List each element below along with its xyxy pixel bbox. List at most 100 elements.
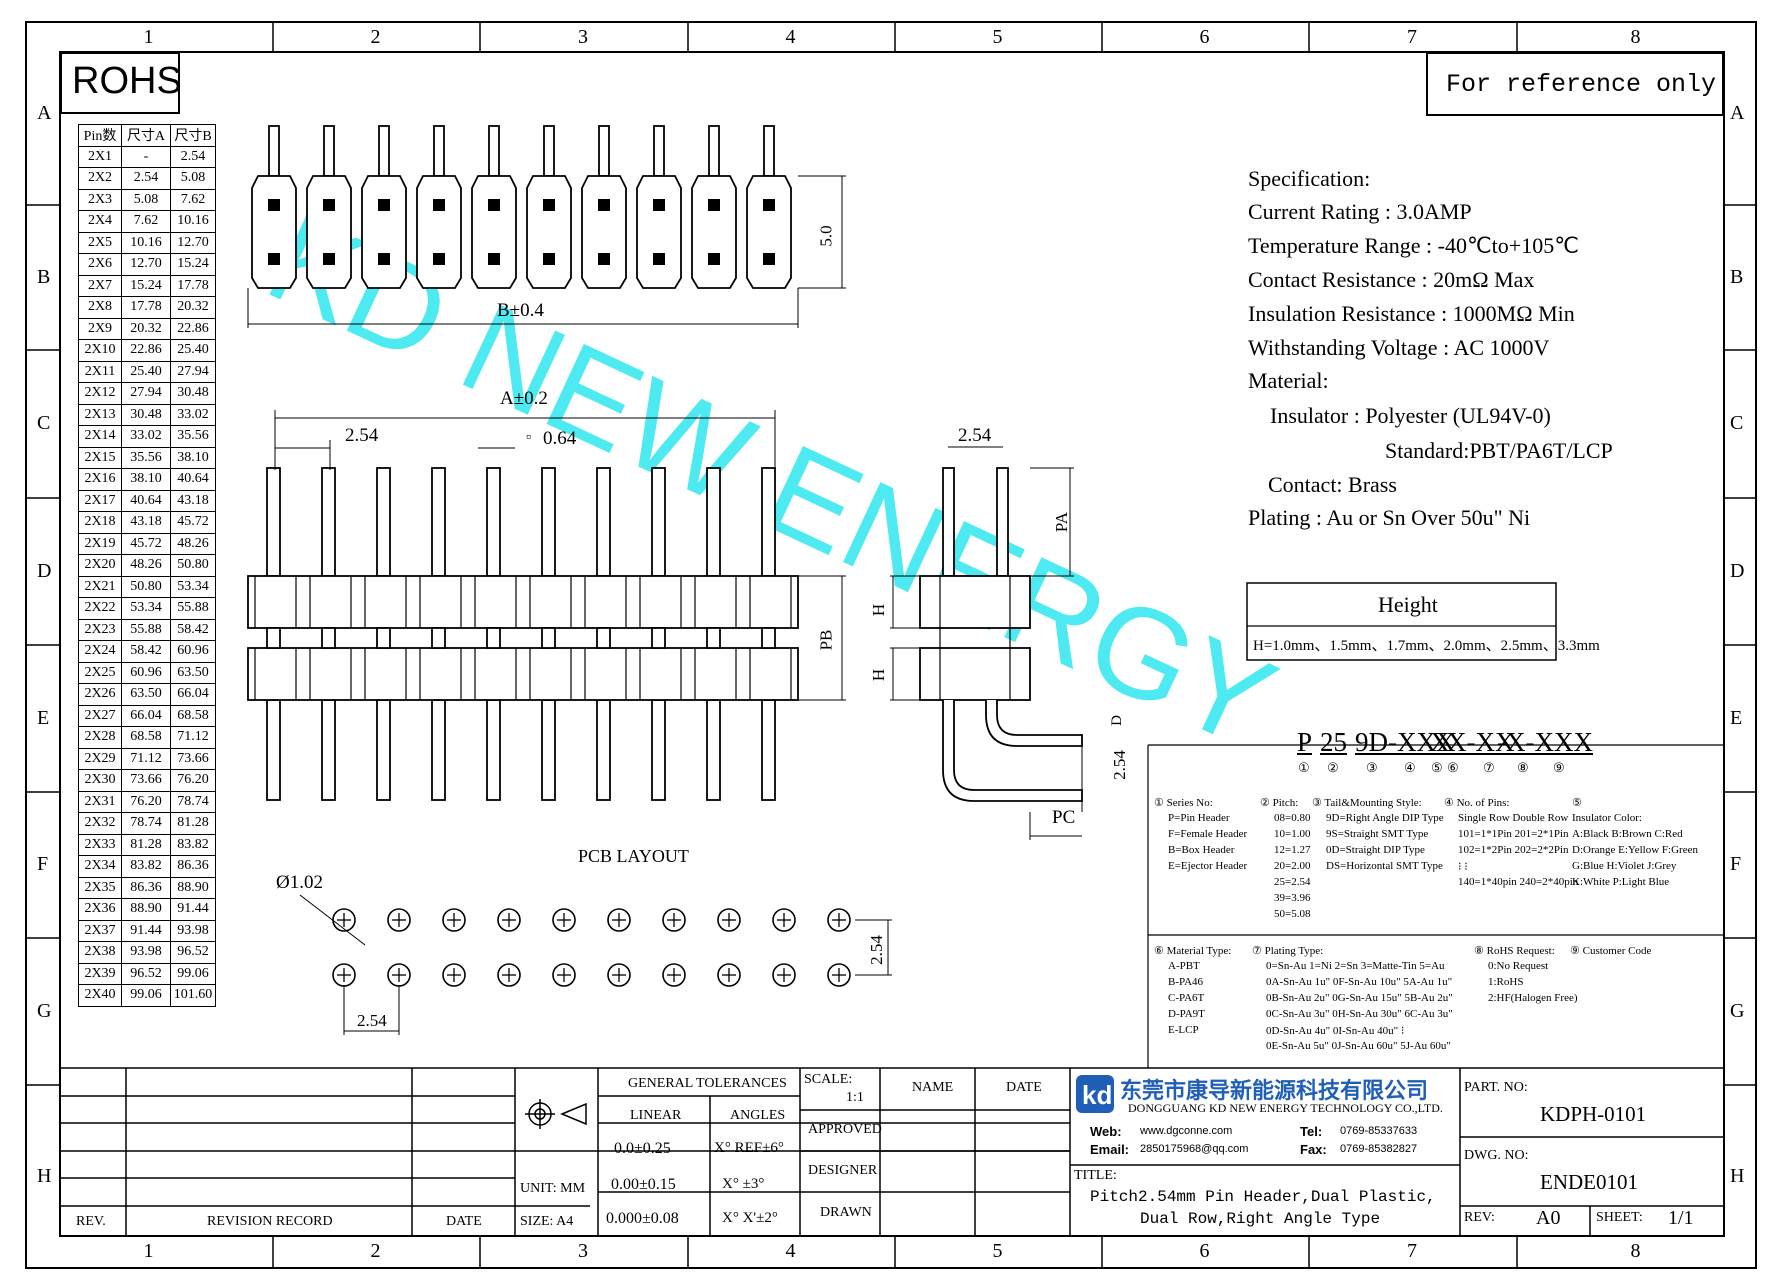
spec-line: Current Rating : 3.0AMP <box>1248 199 1472 224</box>
pin-square <box>433 253 445 265</box>
dim-pb: PB <box>816 629 836 651</box>
part-code-char: -X-XXX <box>1497 727 1593 757</box>
table-cell: 2X26 <box>78 683 122 706</box>
table-cell: 2X11 <box>78 360 122 383</box>
grid-row-label: E <box>37 706 50 729</box>
date2-header: DATE <box>1006 1080 1042 1095</box>
table-cell: 88.90 <box>170 876 216 899</box>
height-title: Height <box>1378 592 1438 617</box>
table-cell: 2X31 <box>78 790 122 813</box>
fax-value: 0769-85382827 <box>1340 1143 1418 1155</box>
table-cell: 38.10 <box>170 446 216 469</box>
legend-line: A:Black B:Brown C:Red <box>1572 828 1683 840</box>
email-label: Email: <box>1090 1142 1130 1157</box>
table-cell: 43.18 <box>170 489 216 512</box>
dim-side-254: 2.54 <box>1109 750 1129 780</box>
part-code-num: ⑧ <box>1517 760 1529 775</box>
fax-label: Fax: <box>1300 1142 1327 1157</box>
legend-line: Single Row Double Row <box>1458 812 1569 824</box>
grid-col-label: 2 <box>370 1240 381 1262</box>
pin-square <box>598 199 610 211</box>
grid-row-label: C <box>37 412 51 434</box>
tol-angle-2: X° ±3° <box>722 1176 765 1192</box>
grid-row-label: G <box>37 999 52 1022</box>
grid-col-label: 1 <box>143 26 154 48</box>
table-cell: 2X34 <box>78 855 122 878</box>
part-code-char: 25 <box>1320 727 1347 757</box>
pin-square <box>653 253 665 265</box>
table-cell: 35.56 <box>121 446 171 469</box>
unit-label: UNIT: MM <box>520 1181 586 1196</box>
dim-pc: PC <box>1052 807 1076 828</box>
table-cell: 2X7 <box>78 274 122 297</box>
housing-cell <box>416 175 462 289</box>
table-cell: 66.04 <box>170 683 216 706</box>
pin-square <box>323 199 335 211</box>
table-cell: 78.74 <box>170 790 216 813</box>
table-cell: 12.70 <box>170 231 216 254</box>
grid-row-label: B <box>1730 265 1744 288</box>
legend-line: 9D=Right Angle DIP Type <box>1326 812 1444 824</box>
grid-row-label: B <box>37 265 51 288</box>
table-cell: 10.16 <box>121 231 171 254</box>
pin-tip <box>543 125 555 177</box>
table-cell: 50.80 <box>121 575 171 598</box>
dim-d: D <box>1108 715 1125 726</box>
grid-row-label: G <box>1730 999 1745 1022</box>
drawn-label: DRAWN <box>820 1205 872 1220</box>
grid-col-label: 6 <box>1199 26 1210 48</box>
part-code-char: X <box>1430 727 1450 757</box>
size-label: SIZE: A4 <box>520 1214 574 1229</box>
housing-cell <box>581 175 627 289</box>
legend-line: ⁝ ⁝ <box>1458 861 1468 873</box>
table-cell: 96.52 <box>170 941 216 964</box>
table-cell: 63.50 <box>121 683 171 706</box>
table-cell: 27.94 <box>121 382 171 405</box>
approved-label: APPROVED <box>808 1122 882 1137</box>
part-code-num: ④ <box>1404 760 1416 775</box>
table-cell: 7.62 <box>170 188 216 211</box>
grid-row-label: H <box>1730 1164 1745 1187</box>
part-code-num: ⑨ <box>1553 760 1565 775</box>
legend-line: 08=0.80 <box>1274 812 1311 824</box>
table-cell: 2X36 <box>78 898 122 921</box>
table-cell: 2X21 <box>78 575 122 598</box>
date-header: DATE <box>446 1214 482 1229</box>
dim-h: H <box>869 668 889 682</box>
part-code-char: X-XX <box>1447 727 1515 757</box>
housing-cell <box>306 175 352 289</box>
housing-bottom <box>247 647 799 701</box>
legend-line: 0=Sn-Au 1=Ni 2=Sn 3=Matte-Tin 5=Au <box>1266 960 1445 972</box>
dim-pin: 0.64 <box>543 428 577 449</box>
legend-line: 101=1*1Pin 201=2*1Pin <box>1458 828 1569 840</box>
tel-label: Tel: <box>1300 1124 1323 1139</box>
svg-text:kd: kd <box>1082 1080 1112 1110</box>
table-cell: 2X33 <box>78 833 122 856</box>
pin-square <box>488 253 500 265</box>
table-cell: 2X10 <box>78 339 122 362</box>
table-cell: 35.56 <box>170 425 216 448</box>
legend-line: ② Pitch: <box>1260 797 1299 809</box>
part-code-num: ⑤ <box>1431 760 1443 775</box>
grid-row-label: H <box>37 1164 52 1187</box>
legend-line: P=Pin Header <box>1168 812 1230 824</box>
table-cell: 83.82 <box>170 833 216 856</box>
table-cell: 93.98 <box>121 941 171 964</box>
grid-col-label: 4 <box>785 26 796 48</box>
dim-top-height: 5.0 <box>816 225 836 247</box>
housing-cell <box>251 175 297 289</box>
legend-line: D:Orange E:Yellow F:Green <box>1572 844 1698 856</box>
housing-cell <box>746 175 792 289</box>
table-cell: 76.20 <box>170 769 216 792</box>
spec-line: Material: <box>1248 368 1329 393</box>
pin-tip <box>653 125 665 177</box>
spec-line: Insulator : Polyester (UL94V-0) <box>1270 403 1551 428</box>
table-cell: 91.44 <box>170 898 216 921</box>
table-cell: 68.58 <box>121 726 171 749</box>
dim-pitch: 2.54 <box>345 425 379 446</box>
table-cell: 2X1 <box>78 145 122 168</box>
